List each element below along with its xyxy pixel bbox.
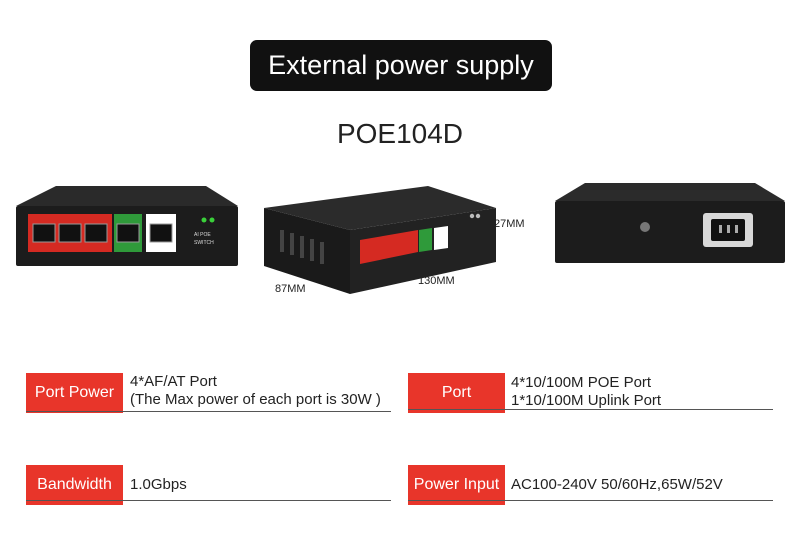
banner-title: External power supply (268, 50, 534, 80)
spec-value-port-power-1: 4*AF/AT Port (130, 373, 217, 390)
spec-divider (26, 500, 391, 501)
spec-divider (26, 411, 391, 412)
height-dimension: 27MM (494, 218, 525, 230)
spec-label-bandwidth: Bandwidth (26, 465, 123, 505)
model-name: POE104D (336, 118, 464, 149)
svg-text:AI POE: AI POE (194, 232, 211, 238)
depth-dimension: 87MM (275, 283, 306, 295)
isometric-view-image (264, 186, 496, 294)
title-banner: External power supply (250, 40, 552, 91)
back-view-image (555, 183, 785, 263)
spec-value-power-input: AC100-240V 50/60Hz,65W/52V (511, 476, 723, 493)
spec-value-port-power-2: (The Max power of each port is 30W ) (130, 391, 381, 408)
front-view-image: AI POE SWITCH (16, 186, 238, 266)
spec-label-port: Port (408, 373, 505, 413)
spec-label-power-input: Power Input (408, 465, 505, 505)
width-dimension: 130MM (418, 275, 455, 287)
spec-value-port-2: 1*10/100M Uplink Port (511, 392, 662, 409)
spec-divider (408, 500, 773, 501)
spec-value-port-1: 4*10/100M POE Port (511, 374, 652, 391)
spec-divider (408, 409, 773, 410)
spec-label-port-power: Port Power (26, 373, 123, 413)
svg-text:SWITCH: SWITCH (194, 240, 214, 246)
spec-value-bandwidth: 1.0Gbps (130, 476, 187, 493)
